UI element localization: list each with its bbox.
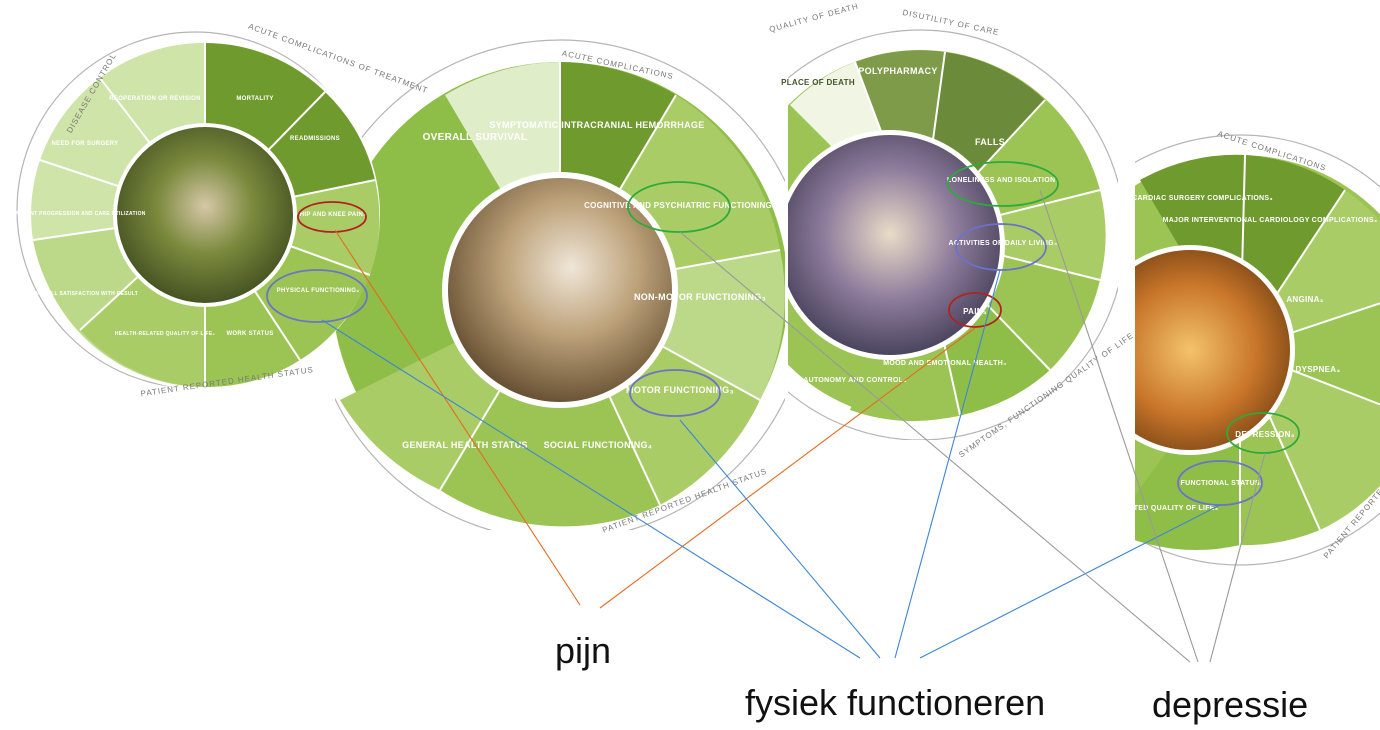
wheel-parkinsons: OVERALL SURVIVAL SYMPTOMATIC INTRACRANIA… (335, 39, 785, 535)
line-pijn-1 (334, 229, 581, 606)
w3-seg-adl: ACTIVITIES OF DAILY LIVING₄ (948, 240, 1057, 247)
w4-seg-interventional: MAJOR INTERVENTIONAL CARDIOLOGY COMPLICA… (1163, 217, 1378, 224)
w1-seg-mortality: MORTALITY (236, 96, 273, 102)
w1-seg-hrqol: HEALTH-RELATED QUALITY OF LIFE₃ (115, 331, 216, 337)
w1-seg-hip-knee-pain: HIP AND KNEE PAIN₃ (300, 212, 366, 218)
line-fys-1 (321, 319, 861, 659)
w2-seg-cognitive: COGNITIVE AND PSYCHIATRIC FUNCTIONING₂ (584, 201, 776, 210)
highlight-cognitive (627, 181, 731, 233)
wheel-older-persons: PLACE OF DEATH POLYPHARMACY FALLS LONELI… (768, 2, 1135, 460)
line-fys-3 (894, 269, 1001, 659)
w3-seg-mood: MOOD AND EMOTIONAL HEALTH₄ (883, 360, 1006, 367)
w1-seg-work-status: WORK STATUS (226, 331, 273, 337)
w3-seg-polypharmacy: POLYPHARMACY (858, 66, 937, 76)
w3-seg-falls: FALLS (975, 137, 1005, 147)
line-dep-1 (679, 231, 1191, 663)
line-dep-2 (1039, 189, 1199, 663)
line-dep-3 (1209, 452, 1266, 663)
w1-seg-physical-functioning: PHYSICAL FUNCTIONING₃ (277, 288, 360, 294)
w2-seg-non-motor: NON-MOTOR FUNCTIONING₃ (634, 292, 766, 302)
highlight-pain (948, 292, 1002, 328)
highlight-physical-functioning (266, 269, 368, 323)
line-fys-4 (919, 504, 1221, 659)
w2-seg-social: SOCIAL FUNCTIONING₄ (544, 440, 653, 450)
w3-seg-autonomy: AUTONOMY AND CONTROL₃ (803, 377, 907, 384)
w3-seg-loneliness: LONELINESS AND ISOLATION₄ (947, 177, 1059, 184)
highlight-depression (1226, 412, 1300, 454)
highlight-hip-knee-pain (297, 201, 367, 233)
line-fys-2 (679, 419, 881, 659)
label-fysiek-functioneren: fysiek functioneren (745, 682, 1046, 723)
label-depressie: depressie (1152, 684, 1309, 725)
highlight-adl (955, 223, 1047, 271)
w1-seg-readmissions: READMISSIONS (290, 136, 340, 142)
w1-seg-satisfaction: OVERALL SATISFACTION WITH RESULT (32, 291, 138, 297)
w4-seg-hrqol: HEALTH-RELATED QUALITY OF LIFE₃ (1082, 505, 1219, 512)
w4-seg-angina: ANGINA₃ (1286, 295, 1323, 304)
w1-seg-need-surgery: NEED FOR SURGERY (52, 141, 119, 147)
line-pijn-2 (599, 327, 976, 609)
highlight-loneliness (947, 161, 1059, 207)
w2-seg-overall-survival: OVERALL SURVIVAL (423, 132, 528, 143)
w4-seg-depression: DEPRESSION₃ (1235, 430, 1294, 439)
w3-ring-quality-of-death: QUALITY OF DEATH (768, 2, 859, 35)
w1-seg-treatment-progression: TREATMENT PROGRESSION AND CARE UTILIZATI… (4, 211, 145, 217)
w4-seg-functional-status: FUNCTIONAL STATUS₃ (1181, 480, 1264, 487)
w4-seg-cardiac-surgery: MAJOR CARDIAC SURGERY COMPLICATIONS₃ (1103, 195, 1273, 202)
w1-seg-reoperation: REOPERATION OR REVISION (109, 96, 200, 102)
connector-lines (321, 189, 1266, 663)
w2-seg-general-health: GENERAL HEALTH STATUS (402, 440, 528, 450)
w2-seg-ich: SYMPTOMATIC INTRACRANIAL HEMORRHAGE (490, 120, 705, 130)
w4-seg-dyspnea: DYSPNEA₄ (1296, 365, 1341, 374)
w2-seg-motor: MOTOR FUNCTIONING₃ (626, 385, 734, 395)
label-pijn: pijn (555, 630, 612, 671)
w3-seg-place-of-death: PLACE OF DEATH (781, 78, 855, 87)
w3-seg-pain: PAIN₃ (963, 307, 987, 316)
highlight-motor (629, 369, 721, 417)
